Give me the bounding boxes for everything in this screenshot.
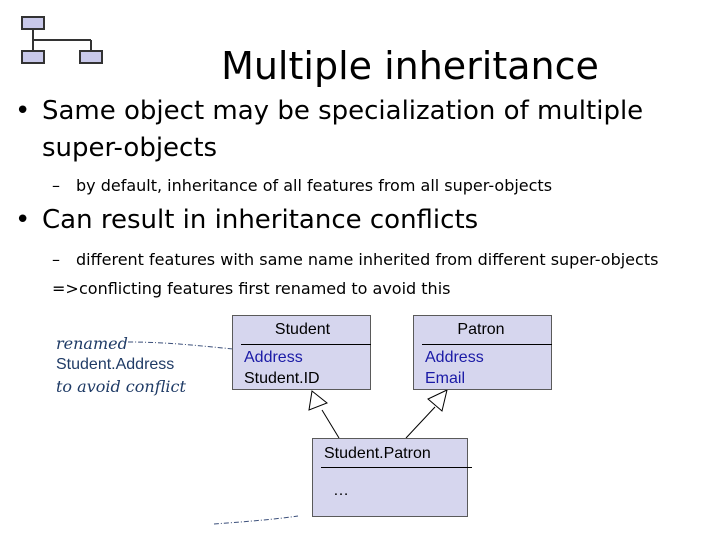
class-box-student-patron: Student.Patron … <box>312 438 472 517</box>
sub-bullet-marker: – <box>52 176 60 195</box>
attr-email: Email <box>425 370 466 387</box>
annotation-leader-line <box>127 341 245 351</box>
class-body-ellipsis: … <box>333 482 349 499</box>
annotation-leader-line <box>213 515 299 525</box>
attr-address: Address <box>244 349 303 366</box>
inheritance-line <box>405 406 436 439</box>
class-box-student: Student Address Student.ID <box>232 315 371 390</box>
class-divider <box>321 467 472 468</box>
class-name-student-patron: Student.Patron <box>324 445 431 462</box>
class-name-student: Student <box>274 321 331 338</box>
sub-bullet-marker: – <box>52 250 60 269</box>
sub-bullet-1-1: by default, inheritance of all features … <box>76 176 553 195</box>
class-divider <box>241 344 371 345</box>
attr-student-id: Student.ID <box>244 370 320 387</box>
class-name-patron: Patron <box>457 321 505 338</box>
inheritance-line <box>321 409 340 439</box>
class-diagram-logo-icon <box>21 16 103 64</box>
bullet-dot: • <box>15 205 31 235</box>
attr-address: Address <box>425 349 484 366</box>
inheritance-arrowhead-icon <box>308 390 328 411</box>
annotation-line-2: Student.Address <box>56 356 175 373</box>
class-divider <box>422 344 552 345</box>
sub-bullet-2-1: different features with same name inheri… <box>76 250 659 269</box>
annotation-line-3: to avoid conflict <box>56 377 186 396</box>
bullet-2-line-1: Can result in inheritance conflicts <box>42 205 479 235</box>
bullet-1-line-1: Same object may be specialization of mul… <box>42 96 644 126</box>
annotation-line-1: renamed <box>56 334 128 353</box>
inheritance-arrowhead-icon <box>427 389 448 412</box>
sub-bullet-2-2: conflicting features first renamed to av… <box>79 279 451 298</box>
bullet-dot: • <box>15 96 31 126</box>
class-box-patron: Patron Address Email <box>413 315 552 390</box>
slide-title: Multiple inheritance <box>221 44 599 88</box>
sub-bullet-marker: => <box>52 279 79 298</box>
bullet-1-line-2: super-objects <box>42 133 218 163</box>
